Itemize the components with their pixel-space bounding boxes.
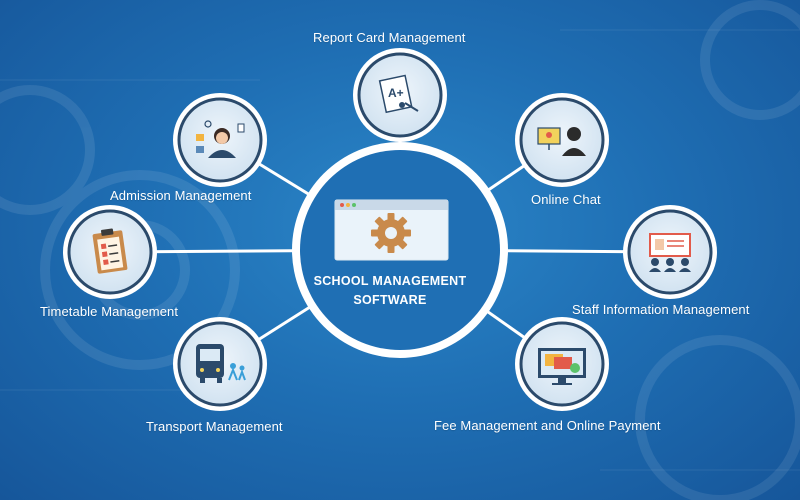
center-node: [292, 142, 508, 358]
label-timetable: Timetable Management: [40, 304, 179, 319]
timetable-clipboard-icon: [92, 228, 128, 274]
report-card-icon: A+: [378, 74, 419, 114]
center-window-icon: [334, 199, 449, 261]
label-online-chat: Online Chat: [531, 192, 601, 207]
background-lines: [0, 29, 800, 471]
label-staff-info: Staff Information Management: [572, 302, 750, 317]
staff-info-icon: [649, 233, 691, 272]
label-fee: Fee Management and Online Payment: [434, 418, 661, 433]
label-transport: Transport Management: [146, 419, 283, 434]
online-chat-icon: [537, 127, 586, 156]
center-title-line1: SCHOOL MANAGEMENT: [313, 274, 467, 288]
fee-payment-icon: [538, 348, 586, 385]
label-admission: Admission Management: [110, 188, 252, 203]
node-report-card: A+: [353, 48, 447, 142]
gear-icon: [371, 213, 411, 253]
node-admission: [173, 93, 267, 187]
center-title: SCHOOL MANAGEMENT SOFTWARE: [290, 272, 490, 310]
node-online-chat: [515, 93, 609, 187]
transport-bus-icon: [196, 344, 246, 383]
node-transport: [173, 317, 267, 411]
admission-icon: [196, 120, 245, 158]
node-staff-info: [623, 205, 717, 299]
node-fee: [515, 317, 609, 411]
label-report-card: Report Card Management: [313, 30, 466, 45]
svg-text:A+: A+: [388, 86, 404, 100]
node-timetable: [63, 205, 157, 299]
center-title-line2: SOFTWARE: [353, 293, 427, 307]
